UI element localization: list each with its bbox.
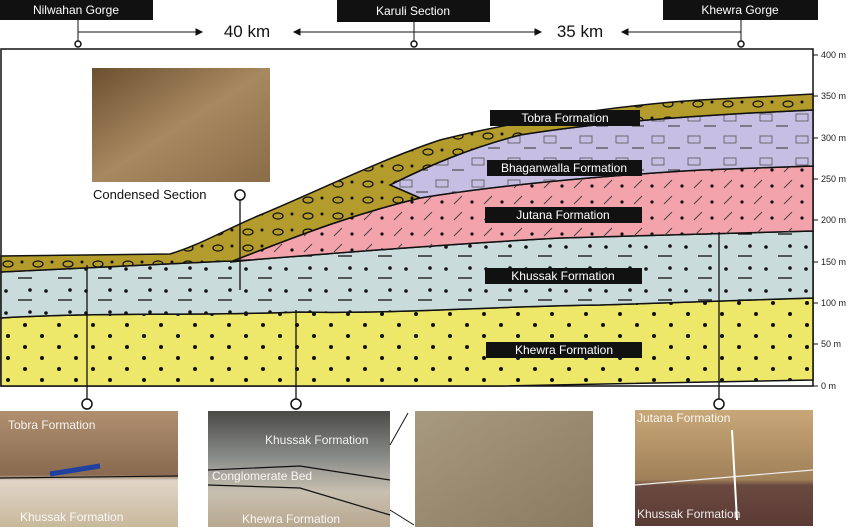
location-marker-icon (81, 398, 93, 410)
distance-label: 35 km (557, 22, 603, 41)
svg-text:Jutana Formation: Jutana Formation (516, 208, 609, 222)
condensed-section-caption: Condensed Section (93, 187, 206, 202)
location-marker-icon (713, 398, 725, 410)
location-marker-icon (290, 398, 302, 410)
svg-text:Jutana Formation: Jutana Formation (637, 411, 730, 425)
svg-text:300 m: 300 m (821, 133, 846, 143)
svg-text:50 m: 50 m (821, 339, 841, 349)
label-tobra: Tobra Formation (490, 110, 640, 126)
svg-text:Khewra Formation: Khewra Formation (242, 512, 340, 526)
photo-khewra: Jutana Formation Khussak Formation (634, 410, 814, 526)
label-khewra: Khewra Formation (486, 342, 642, 358)
location-marker-icon (234, 189, 246, 201)
label-bhaganwalla: Bhaganwalla Formation (487, 160, 642, 176)
location-marker-icon (410, 40, 418, 48)
photo-karuli: Khussak Formation Conglomerate Bed Khewr… (207, 411, 391, 527)
location-khewra: Khewra Gorge (663, 0, 818, 48)
svg-text:Tobra Formation: Tobra Formation (521, 111, 608, 125)
distance-label: 40 km (224, 22, 270, 41)
svg-text:Khussak Formation: Khussak Formation (20, 510, 123, 524)
svg-text:Khewra Gorge: Khewra Gorge (701, 3, 779, 17)
location-marker-icon (737, 40, 745, 48)
svg-text:0 m: 0 m (821, 381, 836, 391)
svg-text:Nilwahan Gorge: Nilwahan Gorge (33, 3, 119, 17)
svg-text:Khussak Formation: Khussak Formation (511, 269, 614, 283)
svg-text:200 m: 200 m (821, 215, 846, 225)
svg-text:Tobra Formation: Tobra Formation (8, 418, 95, 432)
svg-text:Khussak Formation: Khussak Formation (637, 507, 740, 521)
svg-text:250 m: 250 m (821, 174, 846, 184)
svg-text:Bhaganwalla Formation: Bhaganwalla Formation (501, 161, 627, 175)
svg-text:Conglomerate Bed: Conglomerate Bed (212, 469, 312, 483)
label-khussak: Khussak Formation (485, 268, 642, 284)
depth-scale: 400 m 350 m 300 m 250 m 200 m 150 m 100 … (813, 50, 846, 391)
svg-text:100 m: 100 m (821, 298, 846, 308)
location-marker-icon (74, 40, 82, 48)
distance-arrows (78, 28, 741, 36)
photo-conglomerate-closeup (415, 411, 593, 527)
label-jutana: Jutana Formation (485, 207, 642, 223)
svg-text:350 m: 350 m (821, 91, 846, 101)
condensed-section-photo (92, 68, 270, 182)
photo-nilwahan: Tobra Formation Khussak Formation (0, 411, 179, 527)
location-nilwahan: Nilwahan Gorge (0, 0, 153, 48)
svg-text:150 m: 150 m (821, 257, 846, 267)
svg-text:400 m: 400 m (821, 50, 846, 60)
svg-text:Karuli Section: Karuli Section (376, 4, 450, 18)
svg-text:Khussak Formation: Khussak Formation (265, 433, 368, 447)
svg-text:Khewra Formation: Khewra Formation (515, 343, 613, 357)
location-karuli: Karuli Section (337, 0, 490, 48)
